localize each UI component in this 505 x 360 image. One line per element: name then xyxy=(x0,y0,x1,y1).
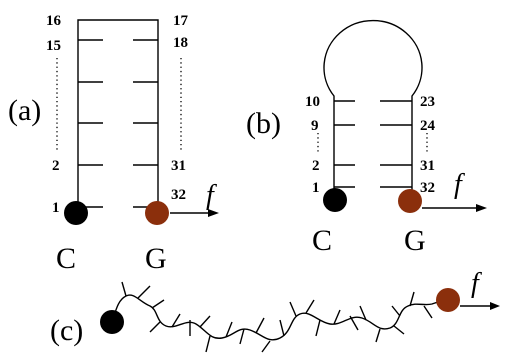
side-chain xyxy=(279,319,285,337)
side-chain xyxy=(137,285,151,299)
side-chain xyxy=(205,335,211,353)
nucleotide-number: 17 xyxy=(173,13,189,29)
side-chain xyxy=(409,291,415,307)
nucleotide-number: 24 xyxy=(420,118,436,134)
side-chain xyxy=(261,340,271,353)
side-chain xyxy=(149,321,161,333)
panel-a-label: (a) xyxy=(8,94,41,127)
nucleotide-number: 18 xyxy=(173,35,188,51)
panel-a: (a) 16 15 2 1 17 18 31 32 xyxy=(8,13,219,275)
g-bead xyxy=(398,189,422,213)
nucleotide-number: 1 xyxy=(52,200,60,216)
force-arrowhead xyxy=(208,209,219,217)
c-bead xyxy=(100,310,124,334)
coil-backbone xyxy=(111,294,449,341)
panel-c: (c) xyxy=(50,268,500,353)
panel-b-label: (b) xyxy=(246,107,281,140)
base-g-label: G xyxy=(145,242,167,275)
coil-side-chains xyxy=(121,281,433,353)
g-bead xyxy=(145,201,169,225)
side-chain xyxy=(289,301,297,317)
nucleotide-number: 10 xyxy=(305,94,320,110)
side-chain xyxy=(239,328,245,345)
nucleotide-number: 2 xyxy=(52,158,60,174)
panel-a-left-numbers: 16 15 2 1 xyxy=(46,13,62,216)
nucleotide-number: 9 xyxy=(311,118,319,134)
side-chain xyxy=(305,299,315,314)
panel-b-strands-with-loop xyxy=(323,19,423,200)
nucleotide-number: 31 xyxy=(420,158,435,174)
g-bead xyxy=(436,288,460,312)
side-chain xyxy=(171,313,181,328)
side-chain xyxy=(393,325,405,335)
side-chain xyxy=(423,305,433,319)
base-g-label: G xyxy=(404,224,426,257)
force-arrowhead xyxy=(476,204,487,212)
side-chain xyxy=(199,315,211,328)
panel-b-left-numbers: 10 9 2 1 xyxy=(305,94,320,196)
force-label: f xyxy=(454,169,465,200)
c-bead xyxy=(323,188,347,212)
panel-b-right-numbers: 23 24 31 32 xyxy=(420,94,436,196)
panel-a-base-pairs xyxy=(78,39,158,208)
panel-c-label: (c) xyxy=(50,314,83,347)
panel-a-right-numbers: 17 18 31 32 xyxy=(171,13,189,203)
side-chain xyxy=(255,317,265,334)
force-label: f xyxy=(206,180,217,211)
force-arrowhead xyxy=(490,302,500,310)
side-chain xyxy=(349,315,359,331)
side-chain xyxy=(359,305,367,321)
c-bead xyxy=(64,201,88,225)
side-chain xyxy=(315,319,321,337)
panel-a-backbone xyxy=(77,19,159,214)
side-chain xyxy=(375,328,381,343)
nucleotide-number: 15 xyxy=(46,38,61,54)
panel-b: (b) 10 9 2 1 23 24 31 32 C xyxy=(246,19,487,257)
side-chain xyxy=(391,305,401,317)
panel-b-base-pairs xyxy=(334,100,412,188)
side-chain xyxy=(121,281,127,297)
base-c-label: C xyxy=(56,242,76,275)
nucleotide-number: 31 xyxy=(171,158,186,174)
nucleotide-number: 32 xyxy=(420,180,435,196)
nucleotide-number: 16 xyxy=(46,13,62,29)
nucleotide-number: 32 xyxy=(171,187,186,203)
side-chain xyxy=(225,321,233,338)
nucleotide-number: 23 xyxy=(420,94,435,110)
nucleotide-number: 1 xyxy=(312,180,320,196)
base-c-label: C xyxy=(312,224,332,257)
nucleotide-number: 2 xyxy=(312,158,320,174)
panel-a-strands xyxy=(77,19,159,214)
side-chain xyxy=(151,299,165,309)
force-label: f xyxy=(471,268,482,299)
side-chain xyxy=(333,309,341,325)
